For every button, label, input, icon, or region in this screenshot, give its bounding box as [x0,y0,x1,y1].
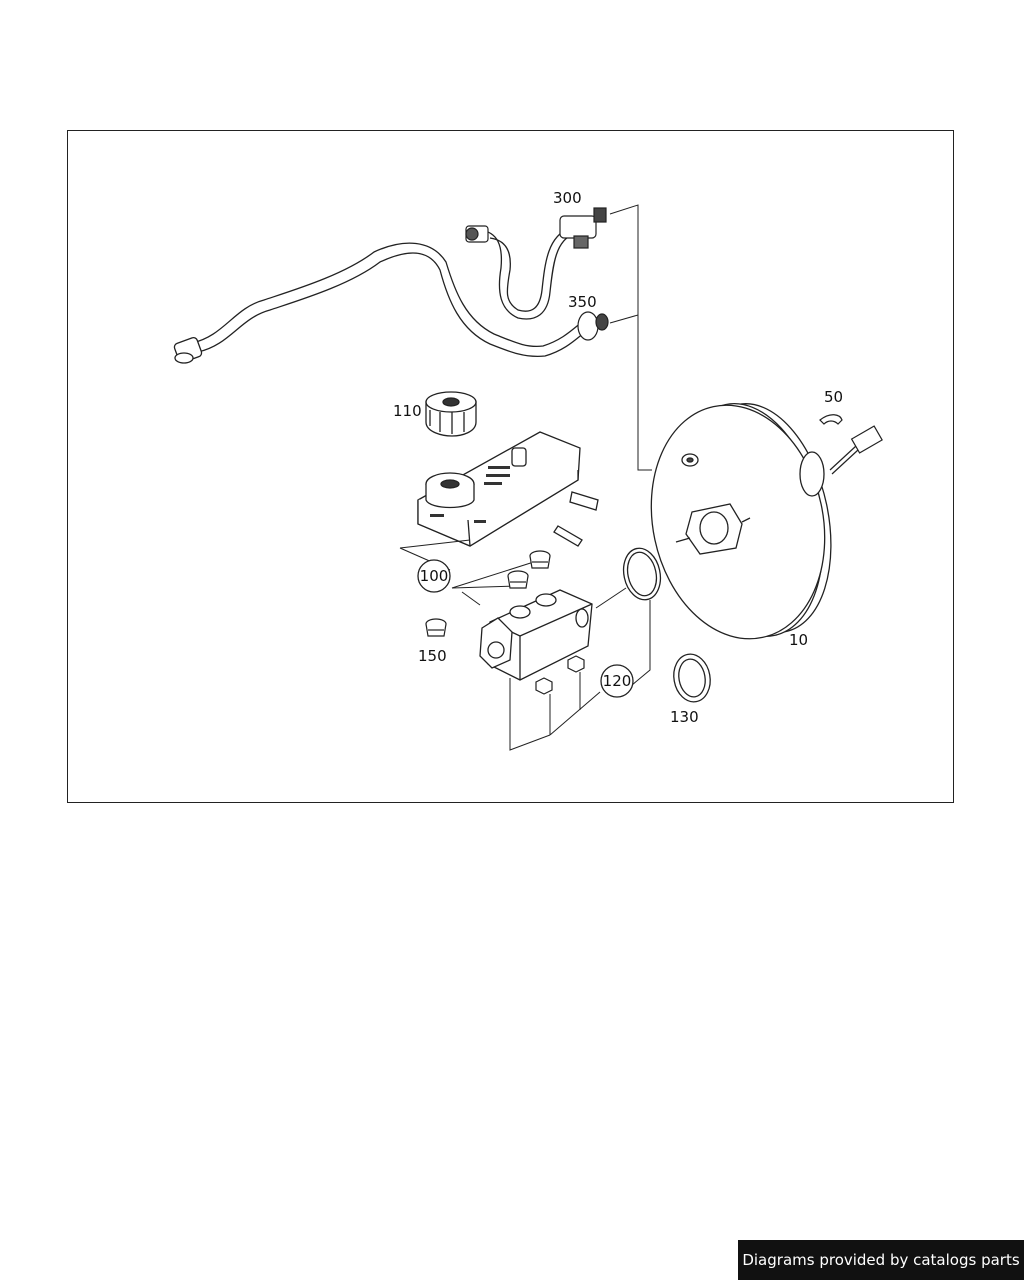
callout-350: 350 [568,293,597,311]
leader-lines-120 [509,587,651,751]
leader-lines-upper [609,204,652,471]
callout-50: 50 [824,388,843,406]
callout-labels: 300 350 110 50 100 150 10 120 130 [393,189,843,726]
grommet-1 [529,550,551,569]
hose-connector-300-left [465,225,489,243]
diagram-credit: Diagrams provided by catalogs parts [738,1240,1024,1280]
brake-booster [650,403,832,640]
callout-300: 300 [553,189,582,207]
hose-elbow-end [173,336,203,364]
callout-120: 120 [603,672,632,690]
callout-100: 100 [420,567,449,585]
hose-connector-350 [577,311,609,341]
reservoir-cap [425,391,477,437]
vacuum-hose-assembly [191,227,586,358]
reservoir-markings [430,466,510,523]
leader-lines-100 [399,539,541,606]
callout-150: 150 [418,647,447,665]
hose-connector-300-right [559,207,607,249]
o-ring-130 [673,653,711,703]
grommet-150 [425,618,447,637]
callout-10: 10 [789,631,808,649]
callout-120-circle: 120 [600,664,634,698]
master-cylinder [479,589,593,681]
diagram-frame [67,130,954,803]
callout-130: 130 [670,708,699,726]
mounting-nuts [535,655,585,695]
callout-100-circle: 100 [417,559,451,593]
grommet-seals [425,550,551,637]
brake-fluid-reservoir [417,431,599,547]
pushrod-clevis [819,414,883,475]
grommet-2 [507,570,529,589]
callout-110: 110 [393,402,422,420]
o-ring-120 [622,547,662,601]
